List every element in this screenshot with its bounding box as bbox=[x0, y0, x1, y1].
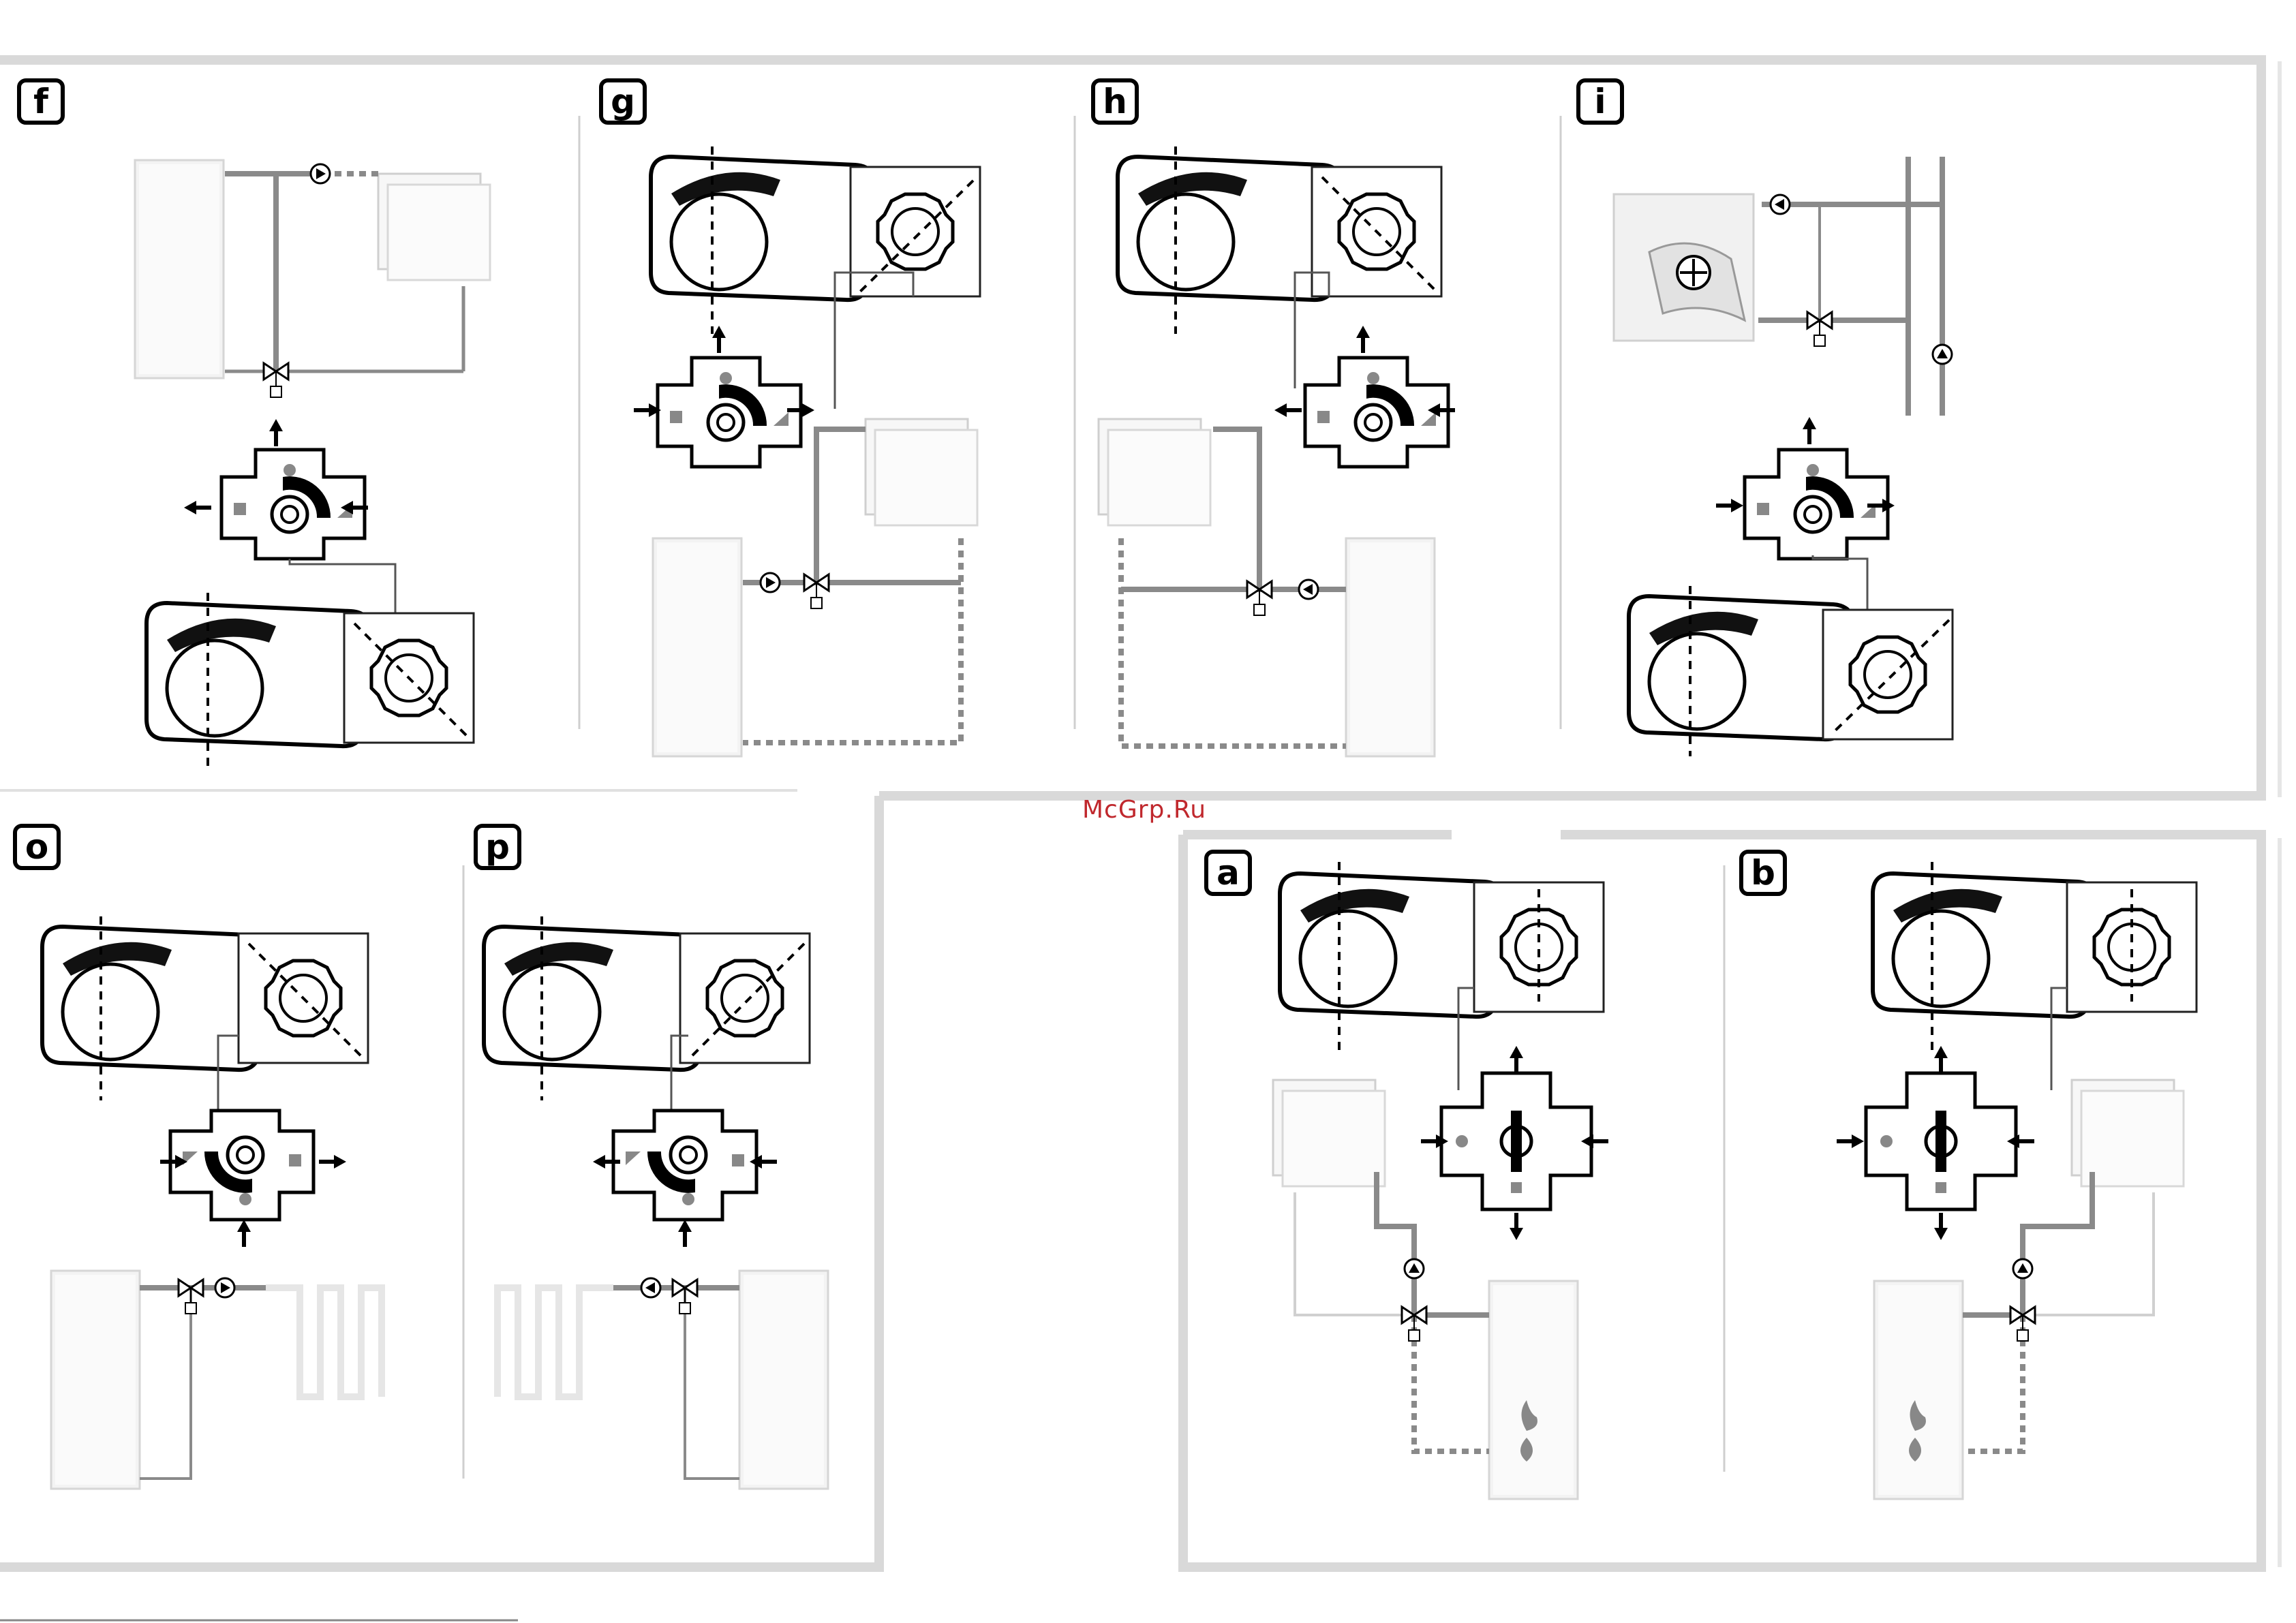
svg-text:p: p bbox=[485, 827, 510, 867]
actuator-icon bbox=[42, 927, 267, 1070]
pipes bbox=[140, 1288, 266, 1479]
valve-body-icon bbox=[1441, 1073, 1591, 1209]
svg-text:o: o bbox=[25, 827, 48, 867]
pump-icon bbox=[1933, 345, 1952, 364]
panel-b bbox=[1837, 862, 2196, 1499]
valve-body-icon bbox=[658, 358, 801, 467]
pipes bbox=[1295, 1172, 1489, 1451]
rotation-indicator-icon bbox=[851, 167, 980, 296]
svg-text:i: i bbox=[1594, 82, 1606, 121]
radiator-icon bbox=[866, 419, 977, 525]
pump-icon bbox=[1405, 1259, 1424, 1278]
actuator-icon bbox=[1873, 874, 2098, 1017]
panel-label-i: i bbox=[1578, 80, 1622, 123]
valve-body-icon bbox=[170, 1111, 313, 1220]
panel-label-h: h bbox=[1093, 80, 1137, 123]
mixing-valve-icon bbox=[179, 1280, 203, 1314]
valve-body-icon bbox=[1866, 1073, 2016, 1209]
radiator-icon bbox=[1273, 1080, 1385, 1186]
panel-label-g: g bbox=[601, 80, 645, 123]
boiler-icon bbox=[653, 538, 741, 756]
panel-label-b: b bbox=[1741, 852, 1785, 894]
actuator-icon bbox=[651, 157, 876, 300]
panel-label-o: o bbox=[15, 826, 59, 868]
radiator-icon bbox=[2072, 1080, 2184, 1186]
boiler-icon bbox=[739, 1271, 828, 1489]
panel-a bbox=[1273, 862, 1608, 1499]
svg-text:b: b bbox=[1751, 853, 1775, 893]
mixing-valve-icon bbox=[673, 1280, 697, 1314]
panel-label-a: a bbox=[1206, 852, 1250, 894]
pump-icon bbox=[311, 164, 330, 183]
panel-g bbox=[634, 146, 980, 756]
boiler-icon bbox=[1874, 1281, 1963, 1499]
valve-body-icon bbox=[221, 450, 365, 559]
panel-label-p: p bbox=[476, 826, 519, 868]
actuator-icon bbox=[1629, 596, 1854, 739]
pump-icon bbox=[761, 573, 780, 592]
pump-icon bbox=[215, 1278, 234, 1297]
panel-f bbox=[135, 160, 490, 770]
valve-body-icon bbox=[613, 1111, 756, 1220]
radiator-icon bbox=[1099, 419, 1210, 525]
watermark-text: McGrp.Ru bbox=[1082, 796, 1206, 824]
valve-body-icon bbox=[1745, 450, 1888, 559]
floor-heating-icon bbox=[498, 1288, 613, 1397]
boiler-icon bbox=[135, 160, 224, 378]
boiler-icon bbox=[1489, 1281, 1578, 1499]
boiler-icon bbox=[51, 1271, 140, 1489]
radiator-icon bbox=[378, 174, 490, 280]
air-heater-icon bbox=[1614, 194, 1754, 341]
floor-heating-icon bbox=[266, 1288, 382, 1397]
svg-text:g: g bbox=[611, 82, 635, 121]
pump-icon bbox=[641, 1278, 660, 1297]
panel-o bbox=[42, 916, 382, 1489]
svg-text:h: h bbox=[1103, 82, 1127, 121]
panel-i bbox=[1614, 157, 1953, 756]
actuator-icon bbox=[1118, 157, 1343, 300]
pump-icon bbox=[1299, 580, 1318, 599]
svg-text:a: a bbox=[1216, 853, 1240, 893]
actuator-icon bbox=[484, 927, 709, 1070]
actuator-icon bbox=[147, 603, 371, 746]
rotation-indicator-icon bbox=[680, 933, 810, 1063]
panel-p bbox=[484, 916, 828, 1489]
pipes bbox=[1963, 1172, 2154, 1451]
rotation-indicator-icon bbox=[1823, 610, 1953, 739]
panel-label-f: f bbox=[19, 80, 63, 123]
rotation-indicator-icon bbox=[2067, 882, 2196, 1012]
pipes bbox=[613, 1288, 739, 1479]
panel-h bbox=[1099, 146, 1455, 756]
svg-text:f: f bbox=[33, 82, 49, 121]
boiler-icon bbox=[1346, 538, 1435, 756]
valve-body-icon bbox=[1305, 358, 1448, 467]
pipes bbox=[1758, 157, 1942, 416]
pump-icon bbox=[2013, 1259, 2032, 1278]
pump-icon bbox=[1771, 195, 1790, 214]
rotation-indicator-icon bbox=[1474, 882, 1604, 1012]
actuator-icon bbox=[1280, 874, 1505, 1017]
